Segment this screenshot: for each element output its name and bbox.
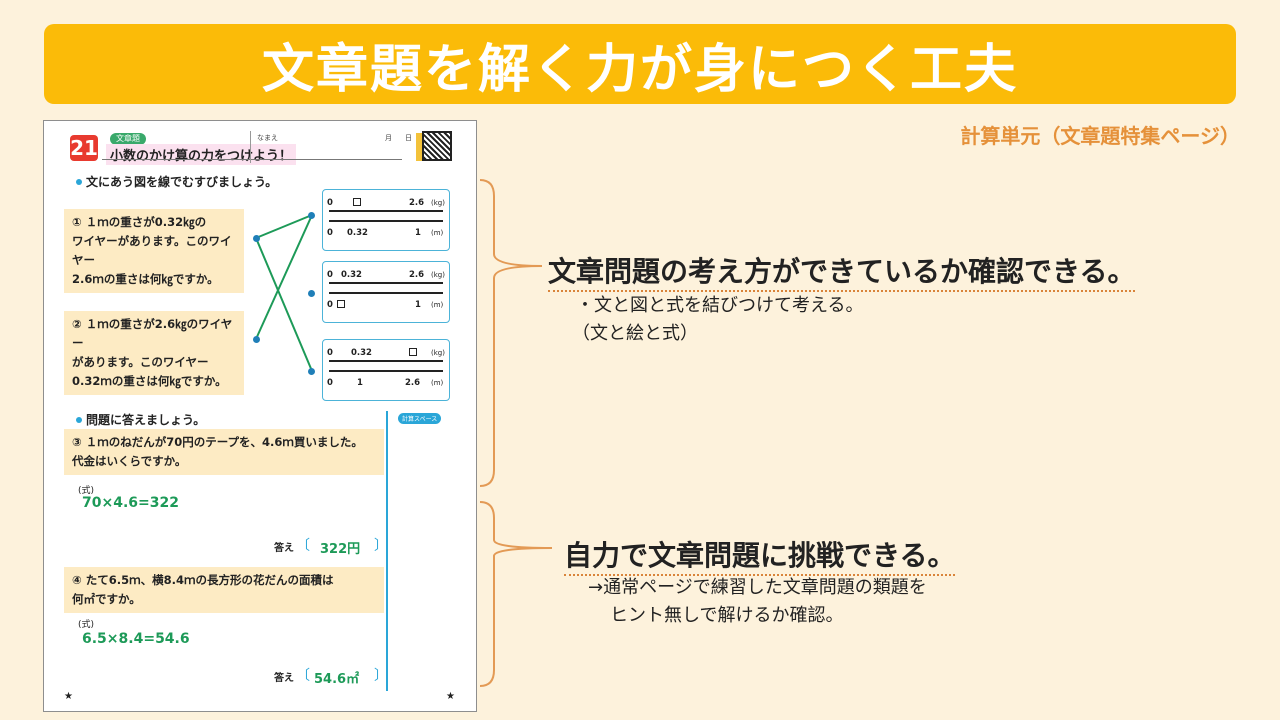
- diagram-bar: [329, 210, 443, 212]
- q1-line2: ワイヤーがあります。このワイヤー: [72, 234, 232, 267]
- bracket-open: 〔: [296, 668, 310, 684]
- diagram-label: 0: [327, 300, 333, 310]
- bracket-close: 〕: [374, 668, 388, 684]
- point-1-text: 文章問題の考え方ができているか確認できる。: [548, 255, 1136, 292]
- q4-formula: 6.5×8.4=54.6: [82, 631, 190, 647]
- diagram-label: 1: [357, 378, 363, 388]
- header-name-box: なまえ 月 日: [250, 131, 440, 163]
- diagram-bar: [329, 360, 443, 362]
- diagram2-dot: [308, 290, 315, 297]
- diagram-label: 0: [327, 348, 333, 358]
- diagram-unit: (m): [431, 301, 444, 309]
- blank-box: [409, 348, 417, 356]
- slide-caption: 計算単元（文章題特集ページ）: [960, 124, 1240, 148]
- diagram-1: 0 2.6 (kg) 0 0.32 1 (m): [322, 189, 450, 251]
- star-icon: ★: [64, 691, 73, 702]
- q2-line1: ② １ｍの重さが2.6㎏のワイヤー: [72, 317, 233, 350]
- worksheet-tag: 文章題: [110, 133, 146, 145]
- q4-line1: ④ たて6.5ｍ、横8.4ｍの長方形の花だんの面積は: [72, 573, 334, 587]
- dora-strip: [416, 133, 422, 161]
- month-label: 月: [385, 134, 392, 142]
- diagram-label: 0: [327, 228, 333, 238]
- q4-answer: 54.6㎡: [314, 672, 360, 687]
- qr-code: [422, 131, 452, 161]
- q3-siki-label: (式): [78, 486, 95, 496]
- bullet-icon: [76, 416, 82, 423]
- match-lines: [255, 214, 313, 372]
- diagram-unit: (kg): [431, 199, 445, 207]
- diagram-label: 2.6: [405, 378, 421, 388]
- question-4: ④ たて6.5ｍ、横8.4ｍの長方形の花だんの面積は 何㎡ですか。: [64, 567, 384, 613]
- diagram-label: 1: [415, 228, 421, 238]
- q2-dot: [253, 336, 260, 343]
- diagram-label: 0: [327, 198, 333, 208]
- calc-space-line: [386, 411, 388, 691]
- diagram-label: 2.6: [409, 198, 425, 208]
- instruction-2-text: 問題に答えましょう。: [86, 413, 206, 427]
- worksheet-number: 21: [70, 135, 98, 161]
- calc-space-tag: 計算スペース: [398, 413, 442, 424]
- star-icon: ★: [446, 691, 455, 702]
- diagram-label: 0.32: [347, 228, 368, 238]
- brace-2: [479, 501, 553, 687]
- point-1-sub-1: ・文と図と式を結びつけて考える。: [576, 295, 864, 316]
- q4-line2: 何㎡ですか。: [72, 592, 141, 606]
- bullet-icon: [76, 178, 82, 185]
- question-3: ③ １ｍのねだんが70円のテープを、4.6ｍ買いました。 代金はいくらですか。: [64, 429, 384, 475]
- q3-answer-label: 答え: [274, 543, 294, 554]
- diagram-label: 0.32: [351, 348, 372, 358]
- diagram-unit: (m): [431, 229, 444, 237]
- diagram1-dot: [308, 212, 315, 219]
- q2-line3: 0.32ｍの重さは何㎏ですか。: [72, 374, 227, 388]
- q4-siki-label: (式): [78, 620, 95, 630]
- diagram-label: 0: [327, 270, 333, 280]
- q1-line1: ① １ｍの重さが0.32㎏の: [72, 215, 207, 229]
- title-banner: 文章題を解く力が身につく工夫: [44, 24, 1236, 104]
- slide-title: 文章題を解く力が身につく工夫: [261, 39, 1018, 100]
- diagram-label: 2.6: [409, 270, 425, 280]
- diagram-unit: (m): [431, 379, 444, 387]
- instruction-1-text: 文にあう図を線でむすびましょう。: [86, 175, 278, 189]
- q1-dot: [253, 235, 260, 242]
- diagram-2: 0 0.32 2.6 (kg) 0 1 (m): [322, 261, 450, 323]
- point-1: 文章問題の考え方ができているか確認できる。: [548, 250, 1136, 292]
- bracket-open: 〔: [296, 538, 310, 554]
- q2-line2: があります。このワイヤー: [72, 355, 209, 369]
- diagram-unit: (kg): [431, 349, 445, 357]
- diagram-3: 0 0.32 (kg) 0 1 2.6 (m): [322, 339, 450, 401]
- point-2: 自力で文章問題に挑戦できる。: [564, 534, 956, 576]
- q3-formula: 70×4.6=322: [82, 495, 179, 511]
- diagram-bar: [329, 370, 443, 372]
- q3-answer: 322円: [320, 542, 361, 557]
- instruction-2: 問題に答えましょう。: [76, 411, 205, 428]
- diagram-bar: [329, 220, 443, 222]
- diagram-label: 1: [415, 300, 421, 310]
- diagram-unit: (kg): [431, 271, 445, 279]
- point-1-sub-2: （文と絵と式）: [572, 323, 698, 344]
- diagram-label: 0: [327, 378, 333, 388]
- diagram-bar: [329, 292, 443, 294]
- point-2-text: 自力で文章問題に挑戦できる。: [564, 539, 956, 576]
- brace-1: [479, 179, 543, 487]
- diagram-bar: [329, 282, 443, 284]
- blank-box: [353, 198, 361, 206]
- diagram-label: 0.32: [341, 270, 362, 280]
- blank-box: [337, 300, 345, 308]
- instruction-1: 文にあう図を線でむすびましょう。: [76, 173, 277, 190]
- question-2: ② １ｍの重さが2.6㎏のワイヤー があります。このワイヤー 0.32ｍの重さは…: [64, 311, 244, 395]
- q3-line1: ③ １ｍのねだんが70円のテープを、4.6ｍ買いました。: [72, 435, 363, 449]
- point-2-sub-2: ヒント無しで解けるか確認。: [610, 605, 844, 626]
- day-label: 日: [405, 134, 412, 142]
- header-underline: [102, 159, 402, 160]
- q4-answer-label: 答え: [274, 673, 294, 684]
- bracket-close: 〕: [374, 538, 388, 554]
- question-1: ① １ｍの重さが0.32㎏の ワイヤーがあります。このワイヤー 2.6ｍの重さは…: [64, 209, 244, 293]
- q3-line2: 代金はいくらですか。: [72, 454, 187, 468]
- point-2-sub-1: →通常ページで練習した文章問題の類題を: [588, 577, 927, 598]
- name-label: なまえ: [257, 134, 278, 142]
- diagram3-dot: [308, 368, 315, 375]
- worksheet: 21 文章題 小数のかけ算の力をつけよう！ なまえ 月 日 文にあう図を線でむす…: [43, 120, 477, 712]
- q1-line3: 2.6ｍの重さは何㎏ですか。: [72, 272, 219, 286]
